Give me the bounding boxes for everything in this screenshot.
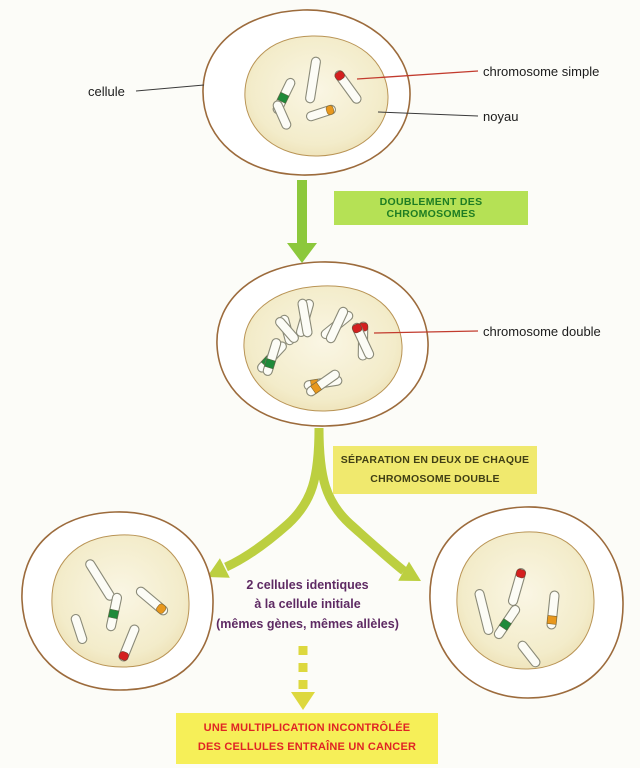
nucleus	[243, 285, 403, 412]
arrow-doublement	[287, 180, 317, 263]
annotation-line3: (mêmes gènes, mêmes allèles)	[216, 616, 399, 631]
banner-separation: SÉPARATION EN DEUX DE CHAQUE CHROMOSOME …	[333, 446, 537, 494]
chromosome-simple-red	[117, 623, 141, 663]
chromosome-simple-orange	[545, 590, 561, 630]
arrow-fork-right	[314, 427, 407, 575]
annotation-line2: à la cellule initiale	[254, 597, 361, 612]
chromosome-simple-red	[506, 566, 528, 608]
label-cellule: cellule	[88, 84, 125, 99]
arrow-fork-left-head	[207, 558, 230, 578]
leader-line-chromosome-simple	[356, 70, 479, 80]
banner-separation-line2: CHROMOSOME DOUBLE	[370, 472, 500, 485]
annotation-line1: 2 cellules identiques	[246, 578, 369, 592]
nucleus	[456, 531, 595, 670]
banner-cancer-line1: UNE MULTIPLICATION INCONTRÔLÉE	[203, 722, 411, 734]
cell-daughter-right	[429, 506, 624, 699]
banner-doublement: DOUBLEMENT DES CHROMOSOMES	[334, 191, 528, 225]
arrow-fork	[207, 427, 421, 581]
cell-initial	[202, 9, 411, 176]
banner-cancer: UNE MULTIPLICATION INCONTRÔLÉE DES CELLU…	[176, 713, 438, 764]
chromosome-simple-red	[332, 68, 364, 106]
label-chromosome-simple: chromosome simple	[483, 64, 600, 79]
chromosome-simple-green	[105, 591, 123, 633]
leader-line-cellule	[135, 84, 205, 92]
nucleus	[244, 35, 389, 157]
banner-separation-line1: SÉPARATION EN DEUX DE CHAQUE	[340, 454, 530, 466]
annotation-identical-cells: 2 cellules identiques à la cellule initi…	[210, 576, 405, 634]
arrow-fork-right-head	[398, 561, 421, 581]
chromosome-simple-orange	[304, 103, 338, 123]
banner-cancer-line2: DES CELLULES ENTRAÎNE UN CANCER	[197, 741, 417, 754]
arrow-dashed	[291, 646, 315, 710]
arrow-fork-left	[224, 427, 324, 572]
chromosome-double-red	[350, 321, 376, 361]
chromosome-double-green	[255, 336, 289, 378]
leader-line-noyau	[377, 111, 479, 117]
chromosome-double-orange	[302, 367, 344, 399]
chromosome-simple-green	[271, 76, 297, 116]
cell-daughter-left	[21, 511, 214, 691]
chromosome-simple-orange	[134, 584, 170, 618]
leader-line-chromosome-double	[373, 330, 479, 334]
cell-doubled	[216, 261, 429, 427]
label-chromosome-double: chromosome double	[483, 324, 601, 339]
label-noyau: noyau	[483, 109, 519, 124]
chromosome-simple-green	[492, 603, 522, 641]
arrow-dashed-head	[291, 692, 315, 710]
